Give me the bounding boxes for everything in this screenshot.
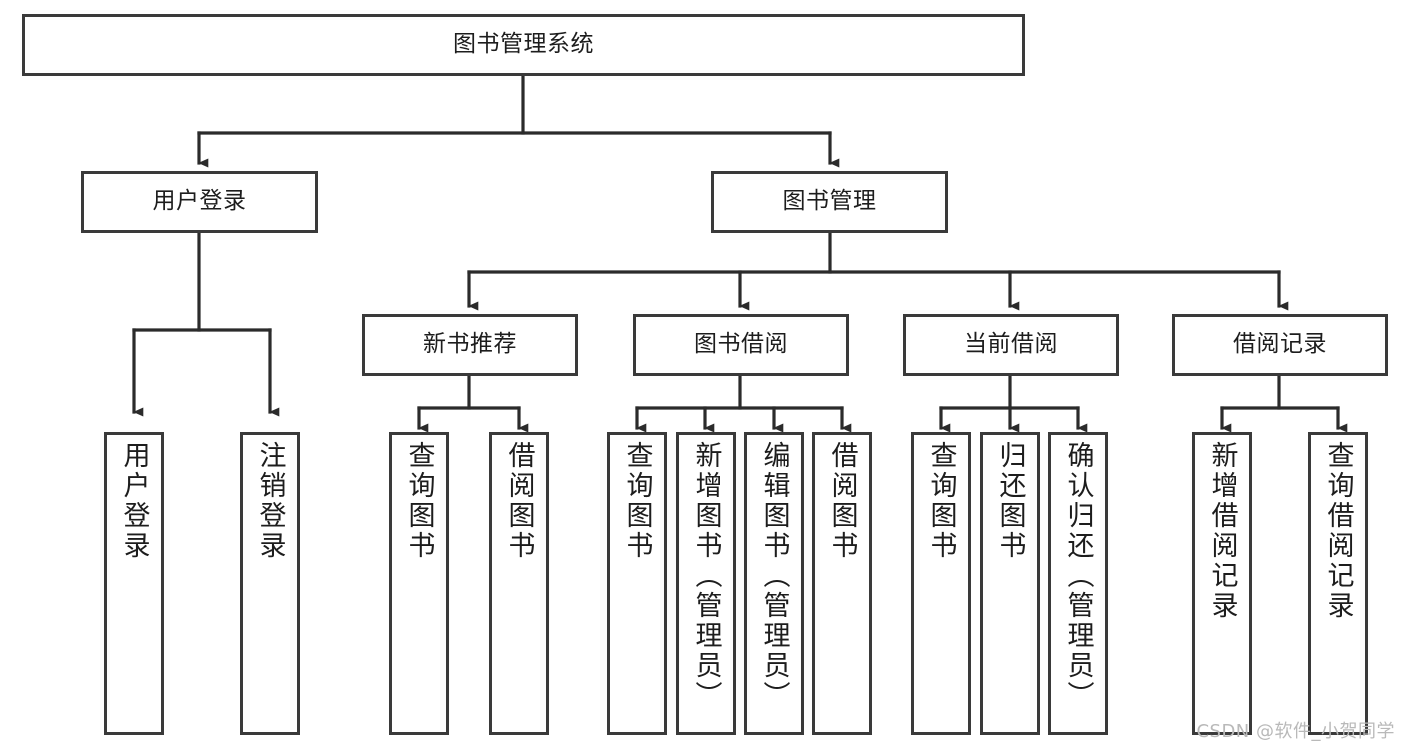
csdn-watermark: CSDN @软件_小贺同学 [1196,721,1395,742]
node-borrow-record-label: 借阅记录 [1233,331,1327,358]
node-book-manage[interactable]: 图书管理 [711,171,948,233]
node-leaf-query-book-1[interactable]: 查询图书 [389,432,449,735]
node-leaf-query-record[interactable]: 查询借阅记录 [1308,432,1368,735]
node-leaf-query-book-3-label: 查询图书 [925,441,957,561]
node-book-borrow[interactable]: 图书借阅 [633,314,849,376]
node-leaf-borrow-book-2-label: 借阅图书 [826,441,858,561]
node-book-manage-label: 图书管理 [782,188,877,215]
node-leaf-add-book-label: 新增图书（管理员） [690,441,722,711]
node-leaf-confirm-return[interactable]: 确认归还（管理员） [1048,432,1108,735]
node-leaf-edit-book-label: 编辑图书（管理员） [758,441,790,711]
node-leaf-logout[interactable]: 注销登录 [240,432,300,735]
node-leaf-borrow-book-1[interactable]: 借阅图书 [489,432,549,735]
node-current-borrow[interactable]: 当前借阅 [903,314,1119,376]
node-current-borrow-label: 当前借阅 [964,331,1058,358]
node-borrow-record[interactable]: 借阅记录 [1172,314,1388,376]
node-leaf-confirm-return-label: 确认归还（管理员） [1062,441,1094,711]
node-new-book-recommend-label: 新书推荐 [423,331,517,358]
node-leaf-user-login[interactable]: 用户登录 [104,432,164,735]
node-leaf-query-book-2[interactable]: 查询图书 [607,432,667,735]
node-leaf-query-record-label: 查询借阅记录 [1322,441,1354,621]
node-leaf-query-book-1-label: 查询图书 [403,441,435,561]
node-leaf-add-record-label: 新增借阅记录 [1206,441,1238,621]
node-new-book-recommend[interactable]: 新书推荐 [362,314,578,376]
node-leaf-return-book[interactable]: 归还图书 [980,432,1040,735]
node-leaf-logout-label: 注销登录 [254,441,286,561]
node-leaf-query-book-2-label: 查询图书 [621,441,653,561]
node-user-login[interactable]: 用户登录 [81,171,318,233]
node-root[interactable]: 图书管理系统 [22,14,1025,76]
node-leaf-user-login-label: 用户登录 [118,441,150,561]
node-leaf-query-book-3[interactable]: 查询图书 [911,432,971,735]
node-leaf-borrow-book-2[interactable]: 借阅图书 [812,432,872,735]
node-root-label: 图书管理系统 [453,31,594,58]
node-user-login-label: 用户登录 [152,188,247,215]
node-leaf-add-book[interactable]: 新增图书（管理员） [676,432,736,735]
node-leaf-borrow-book-1-label: 借阅图书 [503,441,535,561]
node-leaf-add-record[interactable]: 新增借阅记录 [1192,432,1252,735]
node-leaf-edit-book[interactable]: 编辑图书（管理员） [744,432,804,735]
node-leaf-return-book-label: 归还图书 [994,441,1026,561]
node-book-borrow-label: 图书借阅 [694,331,788,358]
